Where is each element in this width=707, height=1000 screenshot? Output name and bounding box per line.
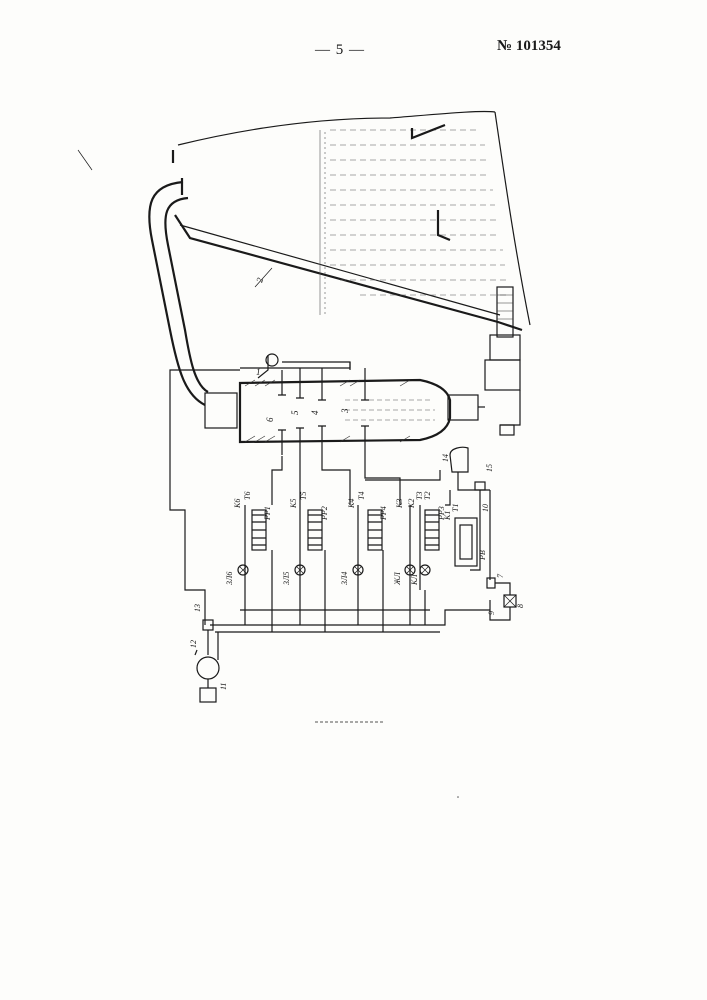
lamp-label-zl6: ЗЛ6 xyxy=(225,572,234,585)
tank-top-break xyxy=(178,111,495,145)
valve-15 xyxy=(475,482,485,490)
generator-11 xyxy=(197,657,219,679)
nozzle-body xyxy=(497,287,513,337)
chamber-outlet-fitting xyxy=(448,395,478,420)
tank-bottom-inner xyxy=(180,225,500,315)
baffle-top xyxy=(412,125,445,138)
nozzle-nut xyxy=(490,335,520,360)
relay-block-4: ЖЛ КЛ K3 K2 T3 T2 PP3 xyxy=(393,492,446,590)
t-label-2: T2 xyxy=(423,492,432,500)
speck xyxy=(457,796,459,798)
label-12: 12 xyxy=(189,640,198,648)
power-source: 12 11 xyxy=(189,630,228,702)
switch-assembly: 7 8 9 xyxy=(487,573,525,620)
electrode-label-6: 6 xyxy=(265,417,275,422)
wire-e3 xyxy=(322,456,350,505)
label-9: 9 xyxy=(487,611,496,615)
drain-nozzle xyxy=(485,287,520,435)
water-level-hatch xyxy=(320,130,510,316)
motor-box xyxy=(200,688,216,702)
pipe-union-nut xyxy=(205,393,237,428)
label-15: 15 xyxy=(485,464,494,472)
lamp-label-zhl: ЖЛ xyxy=(393,572,402,586)
supply-pipe xyxy=(149,182,237,428)
baffle-middle xyxy=(438,210,450,240)
drain-plug xyxy=(500,425,514,435)
lamp-label-kl: КЛ xyxy=(410,574,419,586)
relay-block-1: ЗЛ6 K6 T6 PP1 xyxy=(225,492,272,590)
contact-label-k3: K3 xyxy=(395,499,404,509)
label-10: 10 xyxy=(481,504,490,512)
relay-block-3: ЗЛ4 K4 T4 PP4 xyxy=(340,492,388,590)
lamp-label-zl5: ЗЛ5 xyxy=(282,572,291,585)
label-13: 13 xyxy=(193,604,202,612)
t-label-5: T5 xyxy=(299,492,308,500)
electrode-label-4: 4 xyxy=(310,410,320,415)
wire-e1 xyxy=(272,456,282,505)
electrode-label-3: 3 xyxy=(340,408,350,414)
contact-label-k5: K5 xyxy=(289,499,298,509)
tank: 2 xyxy=(173,111,530,330)
bus-bottom xyxy=(210,610,490,625)
t-label-1: T1 xyxy=(451,504,460,512)
label-7: 7 xyxy=(496,573,505,578)
stray-mark xyxy=(78,150,92,170)
nozzle-union xyxy=(485,360,520,390)
elbow xyxy=(500,390,520,425)
valve-14 xyxy=(450,447,468,472)
label-8: 8 xyxy=(516,604,525,608)
relay-block-2: ЗЛ5 K5 T5 PP2 xyxy=(282,492,329,590)
contact-label-k4: K4 xyxy=(347,499,356,509)
relay-label-pp4: PP4 xyxy=(379,506,388,521)
contact-label-k6: K6 xyxy=(233,499,242,509)
t-label-4: T4 xyxy=(357,492,366,500)
relay-label-pp2: PP2 xyxy=(320,506,329,521)
relay-label-pp1: PP1 xyxy=(263,506,272,521)
t-label-6: T6 xyxy=(243,492,252,500)
label-11: 11 xyxy=(219,683,228,690)
relay-label-pb: PB xyxy=(478,550,487,561)
label-14: 14 xyxy=(441,454,450,462)
bracket-arm xyxy=(282,362,350,370)
lamp-label-zl4: ЗЛ4 xyxy=(340,572,349,585)
electrode-chamber: 1 6 5 4 3 xyxy=(240,354,485,456)
part-7-box xyxy=(487,578,495,588)
electrode-label-5: 5 xyxy=(290,410,300,415)
